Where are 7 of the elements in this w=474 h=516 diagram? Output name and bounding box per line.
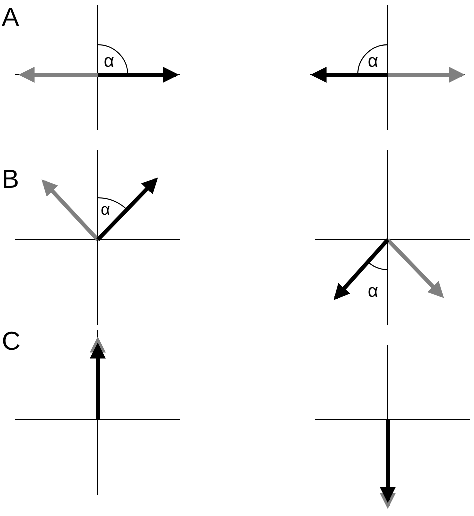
panel-label: B [2, 166, 20, 192]
angle-label: α [368, 282, 378, 300]
angle-label: α [101, 203, 110, 219]
angle-label: α [368, 52, 378, 70]
panel-label: C [2, 328, 21, 354]
angle-label: α [104, 52, 114, 70]
panel-label: A [2, 4, 20, 30]
